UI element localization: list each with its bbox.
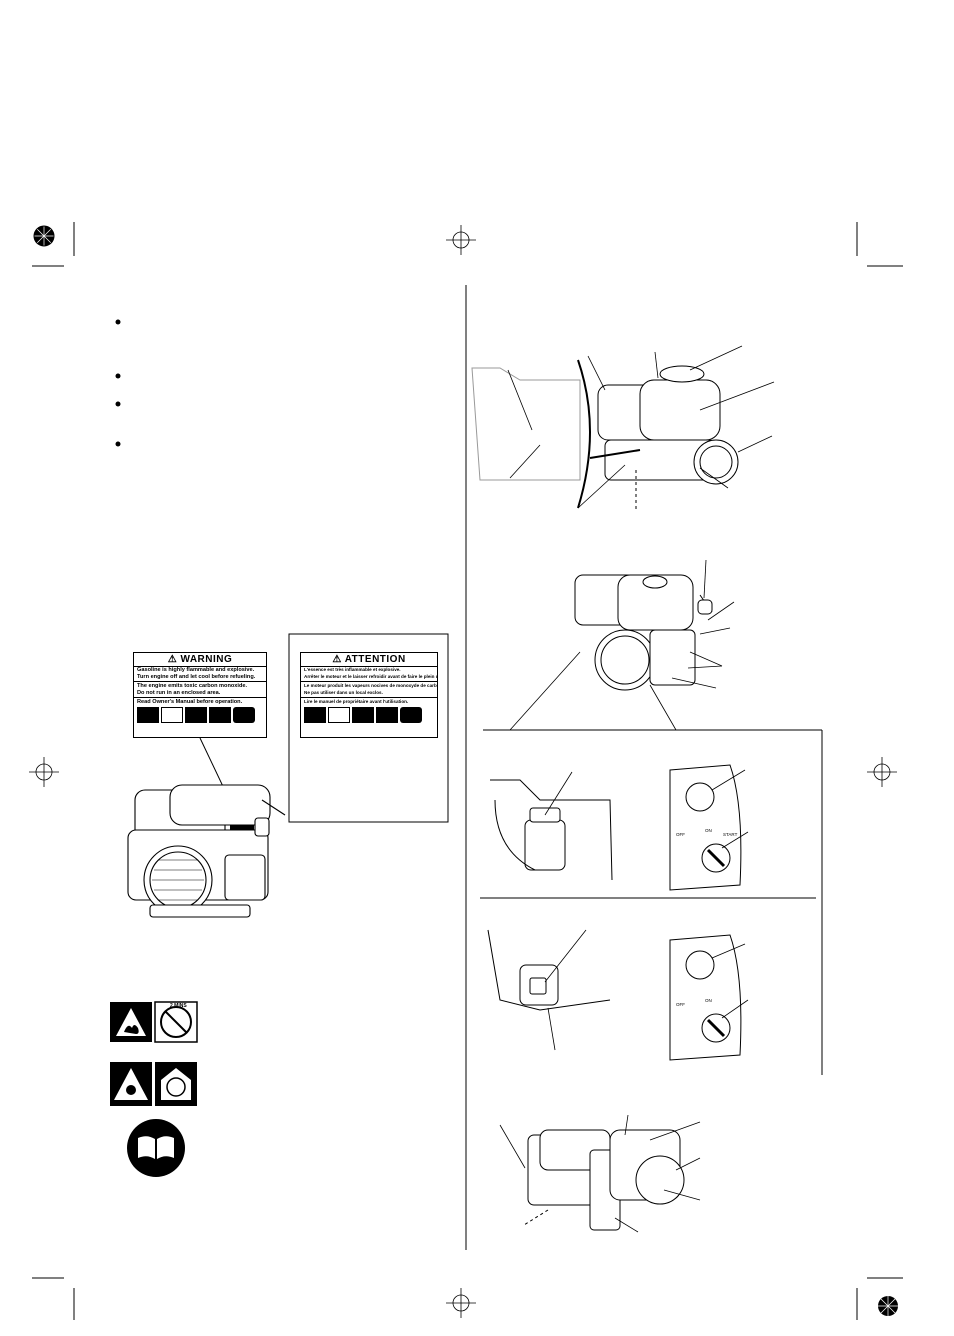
bullet-list [115, 319, 121, 447]
warning-line-3: Read Owner's Manual before operation. [137, 699, 243, 706]
starburst-mark-bottom-right [878, 1296, 898, 1316]
fuel-valve-detail-2 [487, 929, 611, 1051]
registration-target-top [446, 225, 476, 255]
warning-line-1a: Gasoline is highly flammable and explosi… [137, 667, 255, 673]
attention-line-2b: Ne pas utiliser dans un local exclos. [304, 689, 383, 695]
switch-mark-off-1: OFF [676, 832, 685, 837]
attention-line-3: Lire le manuel de propriétaire avant l'u… [304, 699, 409, 705]
attention-line-1a: L'essence est très inflammable et explos… [304, 667, 401, 672]
fuel-valve-detail-1 [490, 771, 613, 881]
warning-label: ⚠ WARNING Gasoline is highly flammable a… [133, 652, 267, 738]
warning-line-2a: The engine emits toxic carbon monoxide. [137, 683, 248, 690]
switch-mark-on-1: ON [705, 828, 712, 833]
attention-frame [288, 633, 449, 823]
attention-icon-strip [301, 706, 437, 724]
attention-header: ATTENTION [344, 654, 406, 665]
switch-mark-on-2: ON [705, 998, 712, 1003]
engine-diagram-top-right [471, 345, 775, 512]
attention-triangle-icon: ⚠ [332, 654, 342, 665]
fuel-icon-timer-text: 2 MINS [170, 1003, 187, 1009]
toxic-gas-icon [110, 1062, 152, 1106]
crop-marks [32, 222, 903, 1320]
warning-header: WARNING [180, 654, 233, 665]
attention-line-1b: Arrêter le moteur et le laisser refroidi… [304, 673, 437, 679]
warning-line-2b: Do not run in an enclosed area. [137, 689, 221, 696]
switch-panel-detail-1 [669, 764, 749, 891]
registration-target-left [29, 757, 59, 787]
switch-mark-start-1: START [723, 832, 738, 837]
engine-diagram-bottom-right [499, 1114, 701, 1233]
registration-target-right [867, 757, 897, 787]
no-refuel-icon [154, 1001, 198, 1043]
switch-panel-detail-2 [669, 934, 749, 1061]
engine-illustration-left [127, 784, 286, 918]
attention-label: ⚠ ATTENTION L'essence est très inflammab… [300, 652, 438, 738]
fire-icon [110, 1002, 152, 1042]
starburst-mark-top-left [33, 225, 55, 247]
read-manual-icon [127, 1119, 185, 1177]
attention-line-2a: Le moteur produit les vapeurs nocives de… [304, 683, 437, 689]
warning-line-1b: Turn engine off and let cool before refu… [137, 673, 256, 680]
detail-frame [480, 729, 823, 1075]
registration-target-bottom [446, 1288, 476, 1318]
warning-triangle-icon: ⚠ [167, 654, 178, 665]
engine-diagram-middle-right [509, 559, 735, 731]
switch-mark-off-2: OFF [676, 1002, 685, 1007]
warning-icon-strip [134, 706, 266, 724]
no-enclosed-area-icon [155, 1062, 197, 1106]
